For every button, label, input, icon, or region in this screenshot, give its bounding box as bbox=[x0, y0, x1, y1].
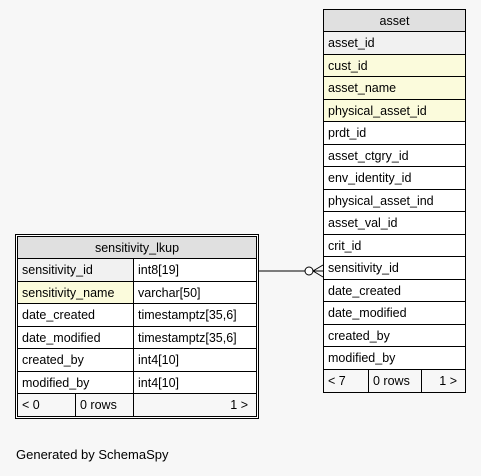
lkup-column-name: modified_by bbox=[18, 371, 134, 393]
asset-column-asset-ctgry-id: asset_ctgry_id bbox=[324, 145, 465, 167]
lkup-parents-link[interactable]: < 0 bbox=[18, 394, 76, 416]
lkup-column-name: date_modified bbox=[18, 326, 134, 348]
asset-table[interactable]: asset asset_id cust_id asset_name physic… bbox=[323, 9, 466, 393]
generated-by-text: Generated by SchemaSpy bbox=[16, 447, 169, 462]
asset-column-date-created: date_created bbox=[324, 280, 465, 302]
asset-parents-link[interactable]: < 7 bbox=[324, 369, 369, 392]
crowfoot-lower-prong bbox=[312, 270, 324, 278]
crowfoot-upper-prong bbox=[312, 264, 324, 272]
asset-children-link[interactable]: 1 > bbox=[439, 373, 457, 388]
lkup-children-link[interactable]: 1 > bbox=[230, 398, 248, 412]
lkup-column-type: varchar[50] bbox=[138, 285, 201, 300]
asset-row-count: 0 rows bbox=[369, 369, 422, 392]
asset-column-modified-by: modified_by bbox=[324, 347, 465, 370]
asset-column-physical-asset-id: physical_asset_id bbox=[324, 99, 465, 122]
lkup-column-type: int4[10] bbox=[138, 353, 180, 367]
asset-table-title[interactable]: asset bbox=[324, 10, 465, 32]
asset-column-prdt-id: prdt_id bbox=[324, 122, 465, 145]
lkup-column-name: created_by bbox=[18, 349, 134, 371]
lkup-column-name: sensitivity_id bbox=[18, 259, 134, 281]
asset-column-date-modified: date_modified bbox=[324, 302, 465, 325]
lkup-table-footer: < 0 0 rows 1 > bbox=[18, 394, 256, 416]
zero-cardinality-circle bbox=[304, 266, 314, 276]
lkup-column-name: sensitivity_name bbox=[18, 281, 134, 303]
asset-column-sensitivity-id: sensitivity_id bbox=[324, 257, 465, 280]
asset-table-footer: < 7 0 rows 1 > bbox=[324, 369, 465, 392]
asset-column-asset-name: asset_name bbox=[324, 77, 465, 100]
asset-column-created-by: created_by bbox=[324, 325, 465, 347]
asset-column-env-identity-id: env_identity_id bbox=[324, 167, 465, 190]
lkup-column-type: timestamptz[35,6] bbox=[138, 308, 237, 322]
lkup-column-type: int8[19] bbox=[138, 263, 180, 277]
asset-column-asset-id: asset_id bbox=[324, 32, 465, 55]
asset-column-crit-id: crit_id bbox=[324, 235, 465, 257]
lkup-column-type: timestamptz[35,6] bbox=[138, 330, 237, 345]
lkup-row-count: 0 rows bbox=[76, 394, 134, 416]
sensitivity-lkup-table-title[interactable]: sensitivity_lkup bbox=[18, 237, 256, 259]
asset-column-cust-id: cust_id bbox=[324, 54, 465, 77]
lkup-column-type: int4[10] bbox=[138, 375, 180, 390]
asset-column-asset-val-id: asset_val_id bbox=[324, 212, 465, 235]
sensitivity-lkup-table[interactable]: sensitivity_lkup sensitivity_id int8[19]… bbox=[15, 234, 259, 419]
lkup-column-name: date_created bbox=[18, 304, 134, 326]
asset-column-physical-asset-ind: physical_asset_ind bbox=[324, 190, 465, 212]
